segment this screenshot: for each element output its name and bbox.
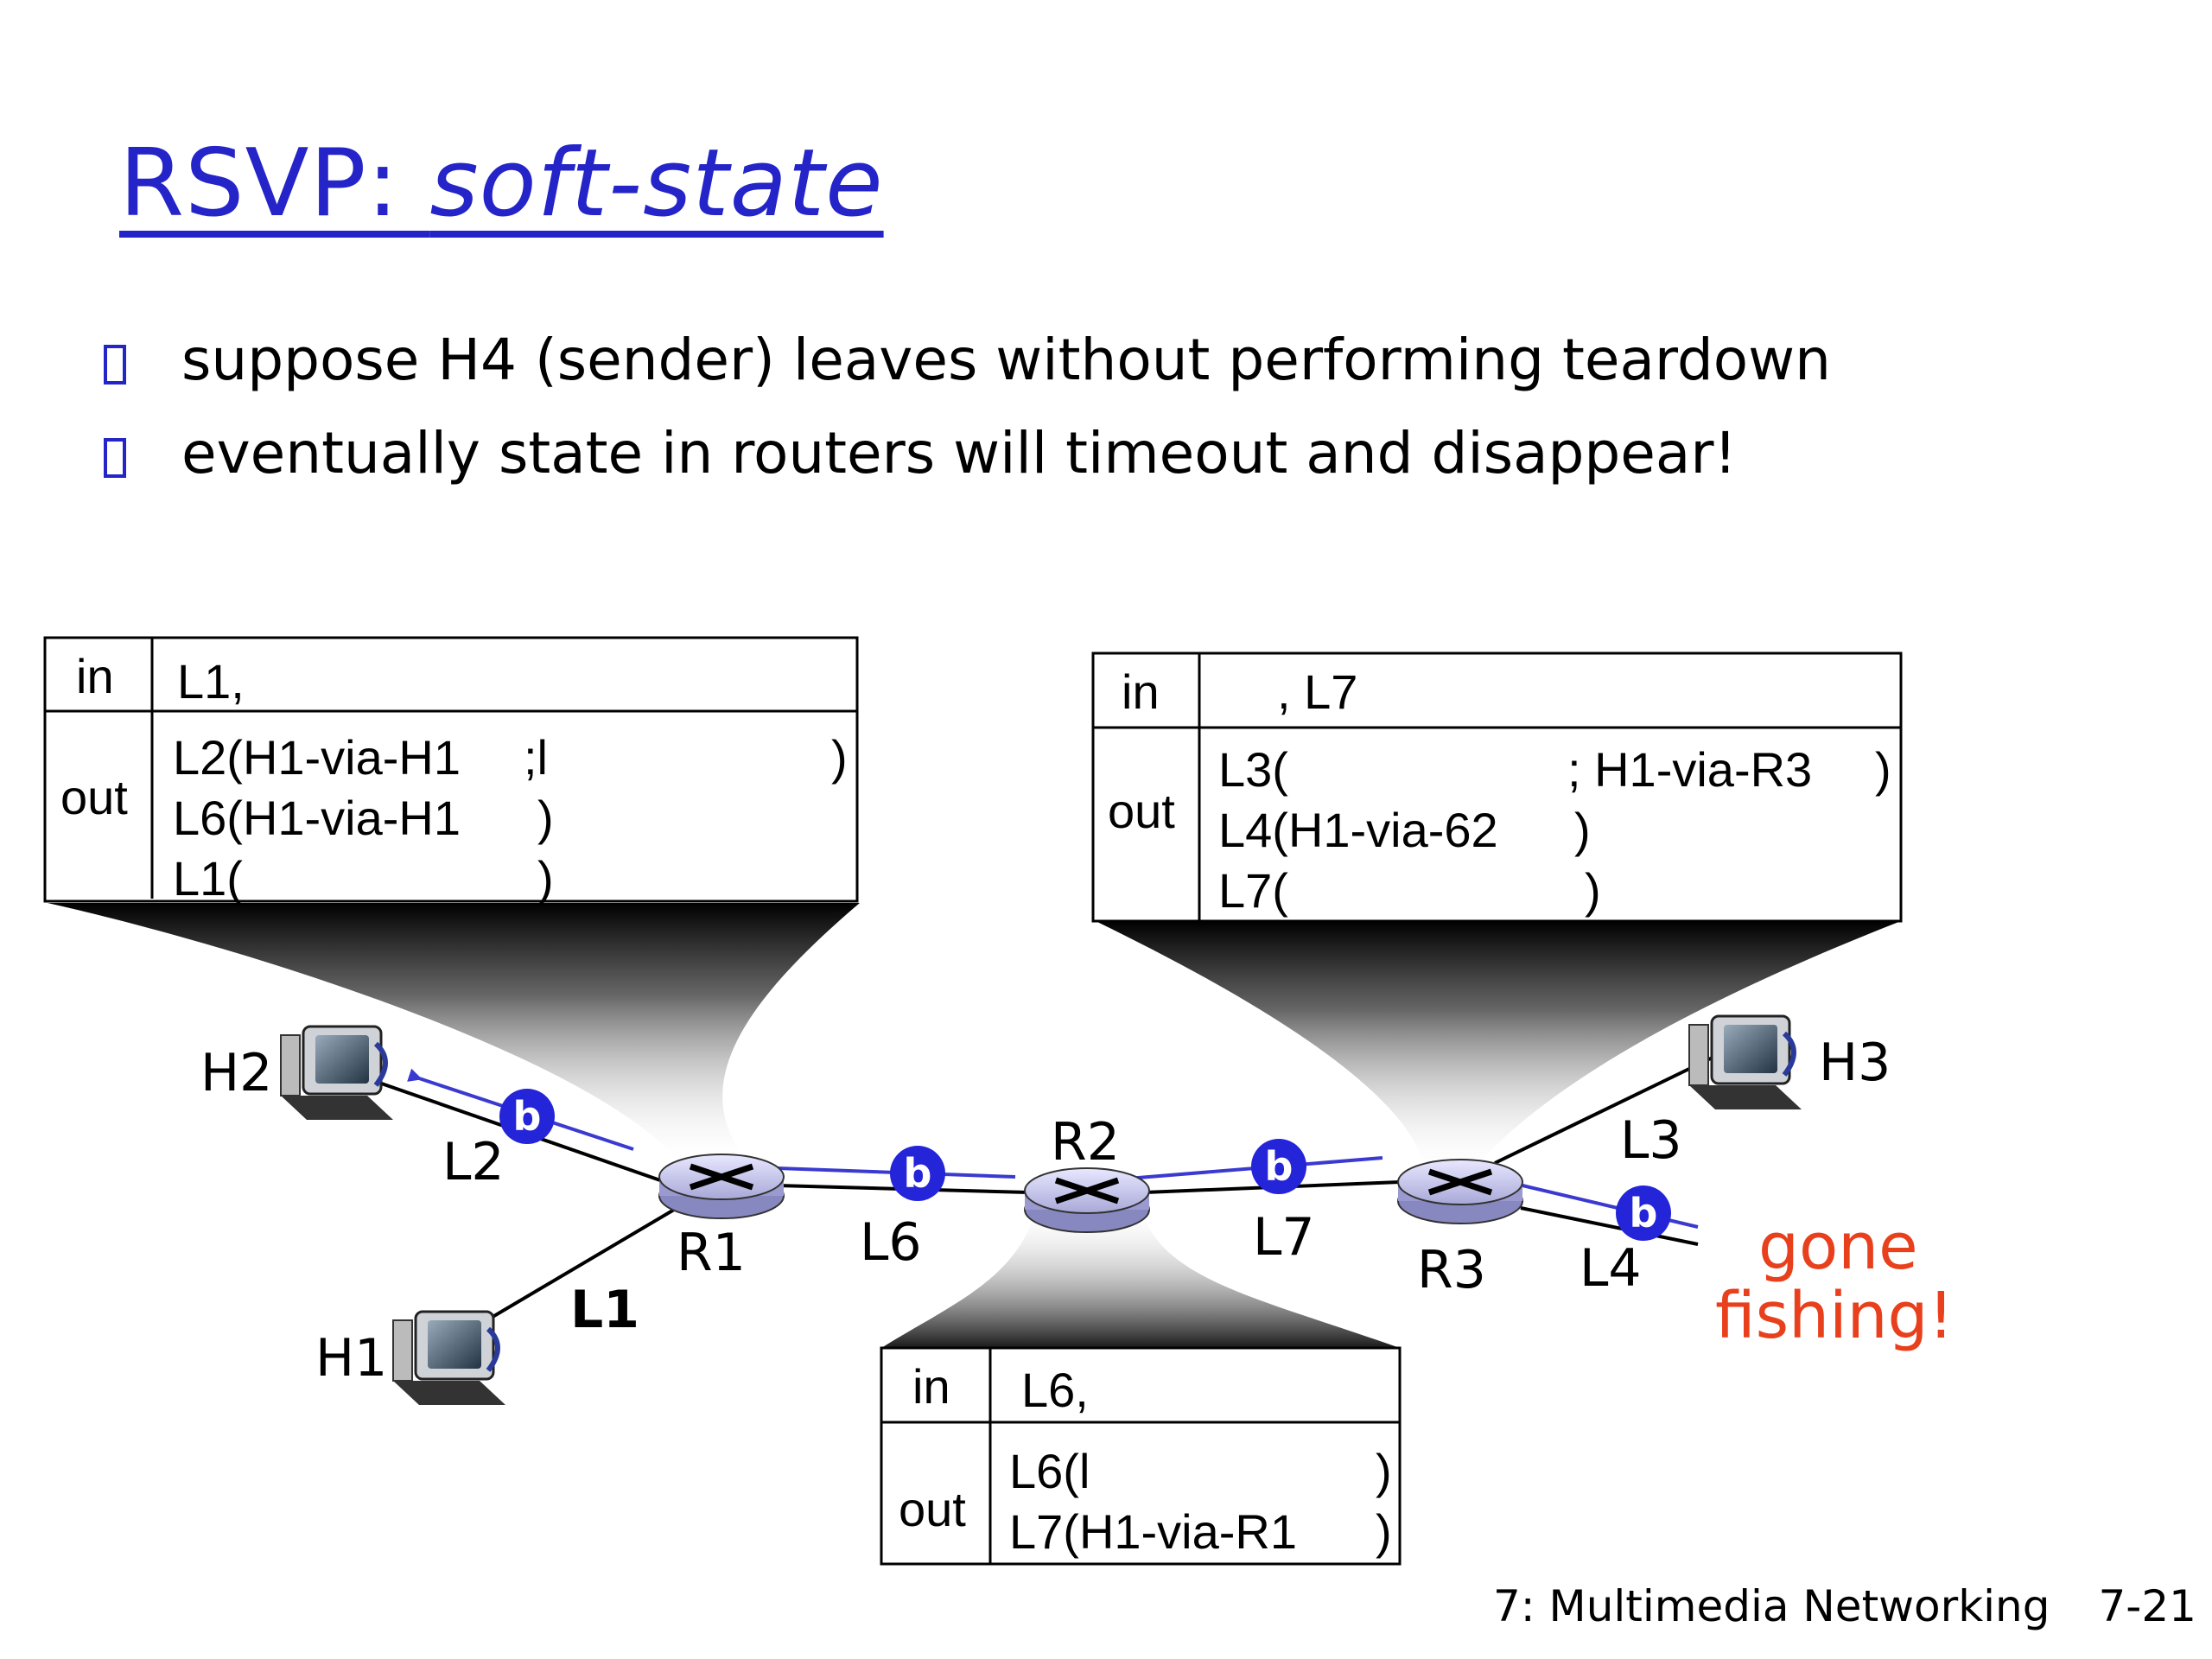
router-icon <box>658 1154 785 1219</box>
bullet-text: suppose H4 (sender) leaves without perfo… <box>181 327 1831 393</box>
link-label-l6: L6 <box>860 1212 922 1273</box>
r3-out-row: L3( <box>1218 742 1288 797</box>
bullet-text: eventually state in routers will timeout… <box>181 420 1737 486</box>
desktop-computer-icon <box>1688 1014 1802 1109</box>
msg-badge-label: b <box>513 1093 542 1140</box>
r1-out-label: out <box>60 770 128 824</box>
r3-out-row: L4(H1-via-62 <box>1218 803 1498 857</box>
gone-fishing-line2: fishing! <box>1715 1279 1954 1353</box>
r1-state-table: in L1, out L2(H1-via-H1 ;l ) L6(H1-via-H… <box>43 636 859 906</box>
r1-out-row: L1( <box>173 851 243 906</box>
gone-fishing-line1: gone <box>1758 1210 1918 1284</box>
r1-out-row: ) <box>831 730 848 785</box>
r3-out-row: ) <box>1574 803 1591 857</box>
r1-out-row: ;l <box>524 730 548 785</box>
msg-badge: b <box>1616 1185 1671 1241</box>
r2-in-value: L6, <box>1021 1363 1089 1417</box>
desktop-computer-icon <box>392 1310 505 1405</box>
r2-out-row: ) <box>1376 1444 1392 1498</box>
router-label-r1: R1 <box>677 1223 746 1283</box>
host-label-h1: H1 <box>315 1328 387 1389</box>
path-msg-arrow-l4 <box>1510 1176 1699 1229</box>
desktop-computer-icon <box>280 1025 393 1120</box>
r2-out-row: L6(l <box>1009 1444 1090 1498</box>
router-label-r3: R3 <box>1417 1240 1486 1300</box>
r2-out-row: ) <box>1376 1504 1392 1559</box>
r3-out-row: ) <box>1875 742 1891 797</box>
r3-out-label: out <box>1108 784 1175 838</box>
link-label-l3: L3 <box>1620 1110 1682 1171</box>
host-label-h2: H2 <box>200 1043 272 1103</box>
link-label-l1: L1 <box>570 1280 639 1340</box>
link-label-l4: L4 <box>1580 1238 1642 1299</box>
r3-out-row: ) <box>1585 863 1601 918</box>
r3-out-row: L7( <box>1218 863 1288 918</box>
r1-in-label: in <box>76 649 114 703</box>
msg-badge: b <box>1251 1139 1306 1194</box>
footer-page-number: 7-21 <box>2098 1581 2196 1631</box>
bullet-item: eventually state in routers will timeout… <box>104 420 1737 486</box>
r3-state-table: in , L7 out L3( ; H1-via-R3 ) L4(H1-via-… <box>1091 652 1903 923</box>
r3-in-value: , L7 <box>1277 664 1357 719</box>
r1-out-row: L2(H1-via-H1 <box>173 730 461 785</box>
r2-out-label: out <box>899 1482 966 1536</box>
bullet-item: suppose H4 (sender) leaves without perfo… <box>104 327 1831 393</box>
r3-in-label: in <box>1122 664 1160 719</box>
r2-state-fan <box>881 1205 1400 1348</box>
r1-state-fan <box>48 903 860 1166</box>
r3-state-fan <box>1096 921 1901 1175</box>
title-italic: soft-state <box>429 130 884 238</box>
link-label-l2: L2 <box>442 1132 505 1192</box>
router-label-r2: R2 <box>1051 1112 1120 1173</box>
r3-out-row: ; H1-via-R3 <box>1567 742 1812 797</box>
r2-out-row: L7(H1-via-R1 <box>1009 1504 1297 1559</box>
r2-in-label: in <box>912 1359 950 1414</box>
r1-in-value: L1, <box>177 654 245 709</box>
bullet-box-icon <box>104 345 126 385</box>
link-l1 <box>482 1208 676 1324</box>
msg-badge-label: b <box>904 1150 932 1197</box>
router-icon <box>1024 1167 1150 1233</box>
bullet-box-icon <box>104 438 126 478</box>
router-icon <box>1397 1159 1523 1224</box>
page-title: RSVP: soft-state <box>119 130 884 238</box>
link-label-l7: L7 <box>1253 1207 1315 1268</box>
link-l3 <box>1494 1052 1720 1165</box>
link-l4 <box>1520 1206 1699 1246</box>
footer-course: 7: Multimedia Networking <box>1493 1581 2050 1631</box>
r1-out-row: ) <box>537 791 554 845</box>
msg-badge-label: b <box>1265 1143 1294 1190</box>
slide-footer: 7: Multimedia Networking 7-21 <box>1493 1581 2196 1631</box>
host-label-h3: H3 <box>1819 1033 1891 1093</box>
title-plain: RSVP: <box>119 130 430 238</box>
r1-out-row: L6(H1-via-H1 <box>173 791 461 845</box>
msg-badge: b <box>499 1089 555 1144</box>
msg-badge: b <box>890 1146 945 1201</box>
r2-state-table: in L6, out L6(l ) L7(H1-via-R1 ) <box>880 1346 1402 1566</box>
msg-badge-label: b <box>1630 1190 1658 1236</box>
r1-out-row: ) <box>537 851 554 906</box>
